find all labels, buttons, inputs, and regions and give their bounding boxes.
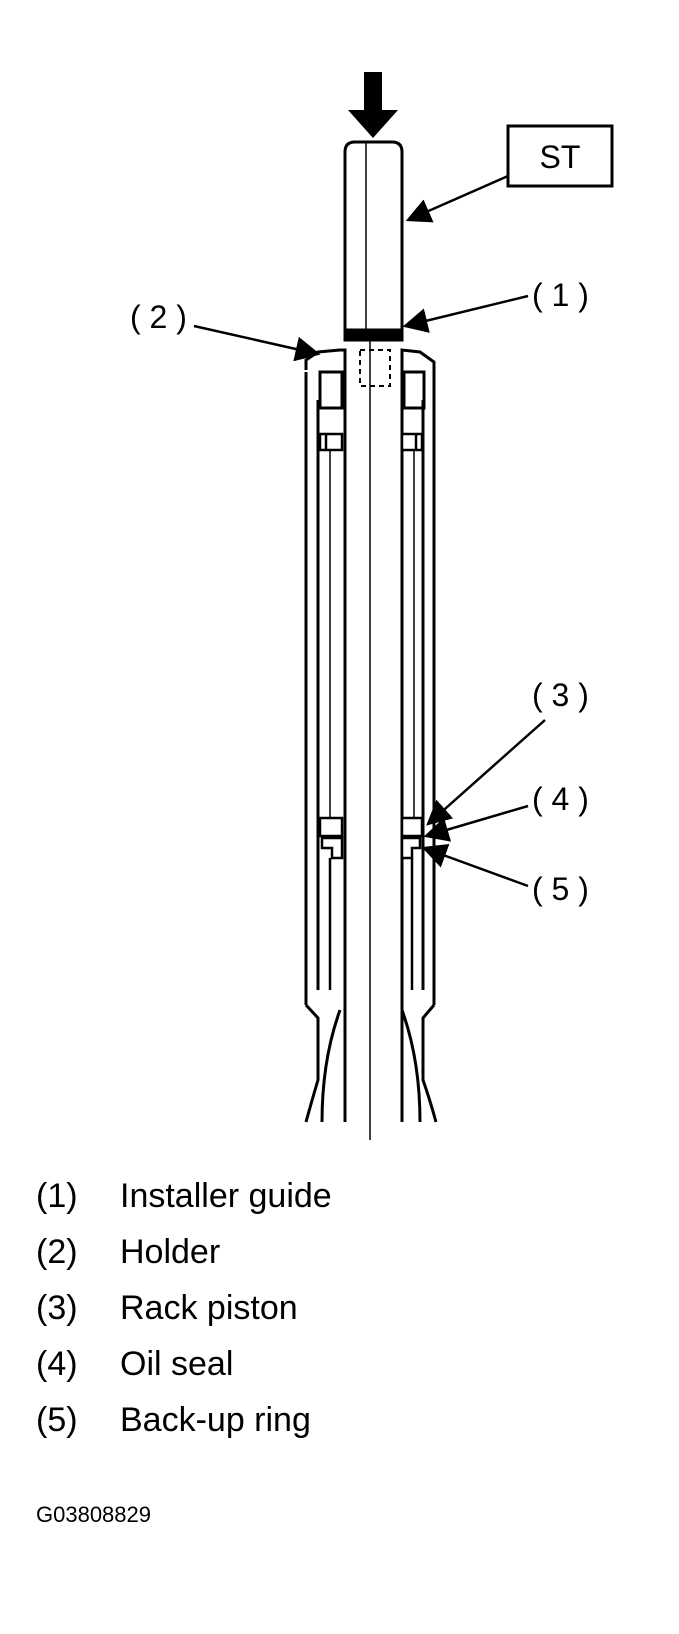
special-tool-rod <box>343 140 404 342</box>
legend-text: Back-up ring <box>120 1400 311 1439</box>
legend-text: Installer guide <box>120 1176 332 1215</box>
legend-number: (1) <box>36 1176 78 1215</box>
st-label: ST <box>540 139 581 175</box>
upper-seal <box>318 432 424 452</box>
leader-lines <box>193 174 546 888</box>
legend-text: Rack piston <box>120 1288 298 1327</box>
callout-2: ( 2 ) <box>130 299 187 335</box>
legend-number: (4) <box>36 1344 78 1383</box>
callout-1: ( 1 ) <box>532 277 589 313</box>
callout-4: ( 4 ) <box>532 781 589 817</box>
gearbox-housing <box>304 400 438 1123</box>
callout-3: ( 3 ) <box>532 677 589 713</box>
legend-item: (4) Oil seal <box>36 1336 332 1392</box>
rack-piston-assembly <box>318 816 424 990</box>
legend-item: (5) Back-up ring <box>36 1392 332 1448</box>
legend-number: (3) <box>36 1288 78 1327</box>
figure-code: G03808829 <box>36 1502 151 1527</box>
holder-part <box>304 348 436 410</box>
legend-text: Holder <box>120 1232 221 1271</box>
callout-5: ( 5 ) <box>532 871 589 907</box>
legend: (1) Installer guide (2) Holder (3) Rack … <box>36 1168 332 1448</box>
rack-shaft <box>329 340 415 1140</box>
legend-number: (5) <box>36 1400 78 1439</box>
legend-number: (2) <box>36 1232 78 1271</box>
legend-text: Oil seal <box>120 1344 234 1383</box>
st-tool-label-box: ST <box>506 124 614 188</box>
legend-item: (2) Holder <box>36 1224 332 1280</box>
push-arrow-icon <box>348 72 398 138</box>
legend-item: (3) Rack piston <box>36 1280 332 1336</box>
legend-item: (1) Installer guide <box>36 1168 332 1224</box>
